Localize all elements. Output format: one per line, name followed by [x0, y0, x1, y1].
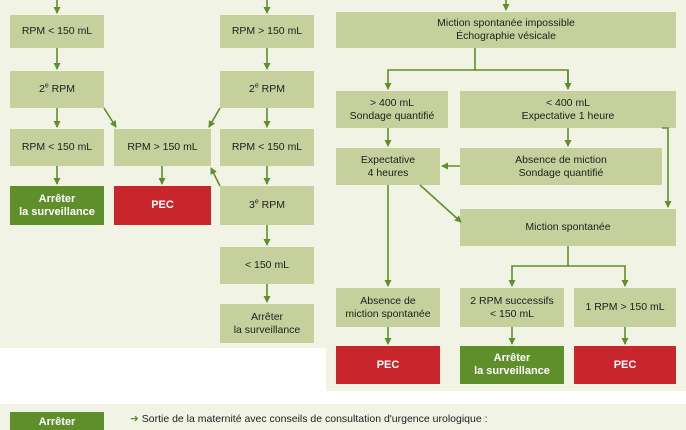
footer-note: ➜ Sortie de la maternité avec conseils d…: [130, 413, 488, 425]
c3-stop-surveillance: Arrêter la surveillance: [220, 304, 314, 343]
r-pec-right: PEC: [574, 346, 676, 384]
arrow-right-icon: ➜: [130, 413, 139, 425]
c1-rpm-lt150: RPM < 150 mL: [10, 15, 104, 48]
footer-stop-box: Arrêter: [10, 412, 104, 430]
r-gt400: > 400 mL Sondage quantifié: [336, 91, 448, 128]
r-miction-spontanee: Miction spontanée: [460, 209, 676, 246]
r-expectative4: Expectative 4 heures: [336, 148, 440, 185]
c1-second-rpm: 2e RPM: [10, 71, 104, 108]
c2-rpm-gt150: RPM > 150 mL: [114, 129, 211, 166]
c3-second-rpm: 2e RPM: [220, 71, 314, 108]
c1-rpm-lt150-b: RPM < 150 mL: [10, 129, 104, 166]
r-stop-surveillance: Arrêter la surveillance: [460, 346, 564, 384]
r-top-echographie: Miction spontanée impossible Échographie…: [336, 12, 676, 48]
c3-third-rpm: 3e RPM: [220, 186, 314, 225]
c3-rpm-gt150: RPM > 150 mL: [220, 15, 314, 48]
c2-pec: PEC: [114, 186, 211, 225]
c3-lt150: < 150 mL: [220, 247, 314, 284]
r-lt400: < 400 mL Expectative 1 heure: [460, 91, 676, 128]
right-panel: [326, 0, 686, 391]
r-one-rpm: 1 RPM > 150 mL: [574, 288, 676, 327]
r-pec-left: PEC: [336, 346, 440, 384]
r-two-rpm: 2 RPM successifs < 150 mL: [460, 288, 564, 327]
c3-rpm-lt150: RPM < 150 mL: [220, 129, 314, 166]
c1-stop-surveillance: Arrêter la surveillance: [10, 186, 104, 225]
footer-panel: [0, 404, 686, 430]
r-absence-miction-spontanee: Absence de miction spontanée: [336, 288, 440, 327]
r-absence-sondage: Absence de miction Sondage quantifié: [460, 148, 662, 185]
left-panel: [0, 0, 326, 348]
